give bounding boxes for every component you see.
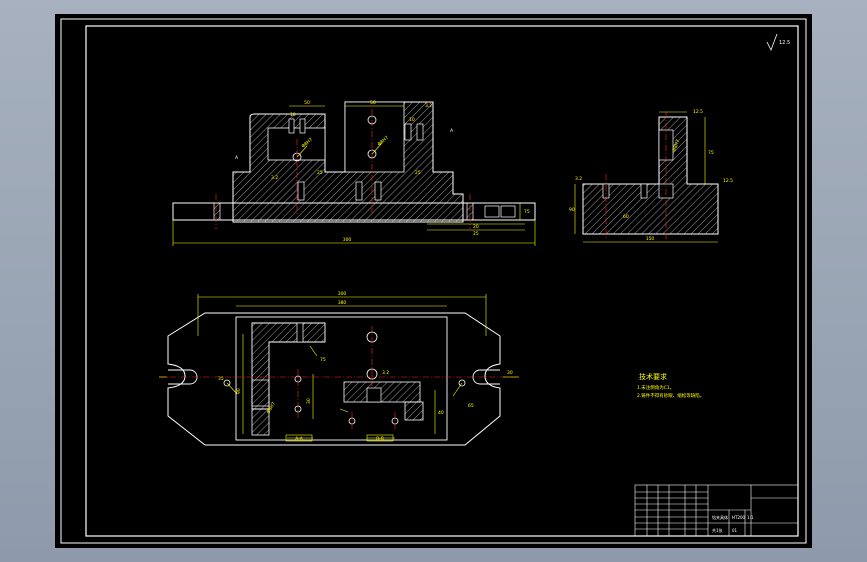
front-slot-center [344,101,405,173]
front-dim-8: 3.2 [271,175,278,181]
front-hole-6 [355,181,363,201]
top-section-box-b [366,434,394,442]
outer-frame [60,18,807,544]
top-dim-5: 40 [438,410,444,416]
top-leader-2 [226,382,238,395]
title-block-part: 钻夹具体 [712,514,728,520]
top-dim-9: 75 [320,357,326,363]
front-dim-10: 20 [473,224,479,230]
top-dim-4: 30 [306,398,312,404]
front-hole-4 [416,123,424,141]
title-block-sheet: 共1张 [712,527,723,533]
front-hole-5 [297,181,305,201]
side-dim-3: 75 [708,150,714,156]
front-hole-11 [500,205,516,218]
technical-requirements: 技术要求 1.未注倒角为C1。 2.铸件不得有砂眼、缩松等缺陷。 [637,372,704,399]
top-upright-slot [296,322,304,343]
front-dim-1: 50 [370,100,376,106]
top-dim-6: 65 [468,403,474,409]
front-hole-3 [404,123,412,141]
top-body [235,316,448,441]
inner-frame [85,25,799,537]
tech-line-1: 1.未注倒角为C1。 [637,384,674,391]
front-dim-6: 10 [409,117,415,123]
top-section-box-a [285,434,313,442]
side-dim-2: 90 [569,207,575,213]
top-angled-1: Φ8H7 [266,401,278,415]
side-dim-4: 60 [623,214,629,220]
top-block-right-slot [366,387,382,403]
front-dim-7: 3.2 [425,103,432,109]
front-leader-2 [371,142,383,155]
top-lower-left [251,408,270,436]
side-angled-1: Φ8H7 [671,139,681,153]
top-dim-1: 300 [338,291,347,297]
top-leader-1 [452,382,463,397]
cad-drawing: 12.5 [60,18,807,544]
front-dim-11: 25 [473,231,479,237]
top-dim-3: 90 [236,388,242,394]
top-hole-8 [223,379,231,387]
drawing-sheet: 12.5 [55,14,812,548]
front-section-a-left: A [235,155,239,161]
top-upright [251,322,326,410]
top-block-left-slot [251,379,270,407]
front-dim-5: 10 [290,112,296,118]
side-hole-2 [640,183,648,199]
side-dim-5: 12.5 [693,109,703,115]
tech-line-2: 2.铸件不得有砂眼、缩松等缺陷。 [637,392,704,399]
side-dim-1: 150 [646,236,655,242]
title-block-material: HT200 [732,515,746,520]
side-view: 150 90 75 60 12.5 3.2 12.5 Φ8H7 [569,109,733,243]
top-view: 300 380 90 30 40 65 35 30 75 3.2 Φ8H7 A-… [159,291,519,446]
top-section-a: A-A [295,436,304,442]
front-dim-4: 25 [415,170,421,176]
side-dim-6: 3.2 [575,176,582,182]
front-view: 300 50 50 25 25 10 10 3.2 3.2 75 20 25 Φ… [172,100,536,246]
top-block-far [404,401,424,421]
front-leader-1 [296,145,308,158]
front-section-a-right: A [450,128,454,134]
front-slot-left [267,127,326,161]
top-dim-8: 30 [507,370,513,376]
title-block [634,484,799,537]
front-hole-1 [288,118,295,134]
front-hole-8 [213,202,221,221]
front-dim-2: 50 [304,100,310,106]
side-body [582,116,719,235]
title-block-number: 01 [732,528,738,533]
side-dim-7: 12.5 [723,178,733,184]
roughness-symbol: 12.5 [766,33,790,51]
tech-title: 技术要求 [639,372,667,381]
title-block-scale: 1:1 [747,515,754,520]
front-dim-9: 75 [524,209,530,215]
front-hole-2 [299,118,306,134]
top-leader-3 [309,345,318,357]
roughness-value: 12.5 [779,40,790,46]
top-dim-7: 35 [218,376,224,382]
front-hole-10 [484,205,500,218]
top-block-right [343,381,421,403]
front-hole-7 [374,181,382,201]
front-dim-3: 25 [317,170,323,176]
front-dim-text: 300 [343,237,352,243]
top-dim-10: 3.2 [382,370,389,376]
title-block-frame [634,484,799,537]
top-dim-2: 380 [338,300,347,306]
top-section-b: B-B [376,436,384,442]
top-hole-7 [458,379,466,387]
top-leader-4 [339,408,349,413]
